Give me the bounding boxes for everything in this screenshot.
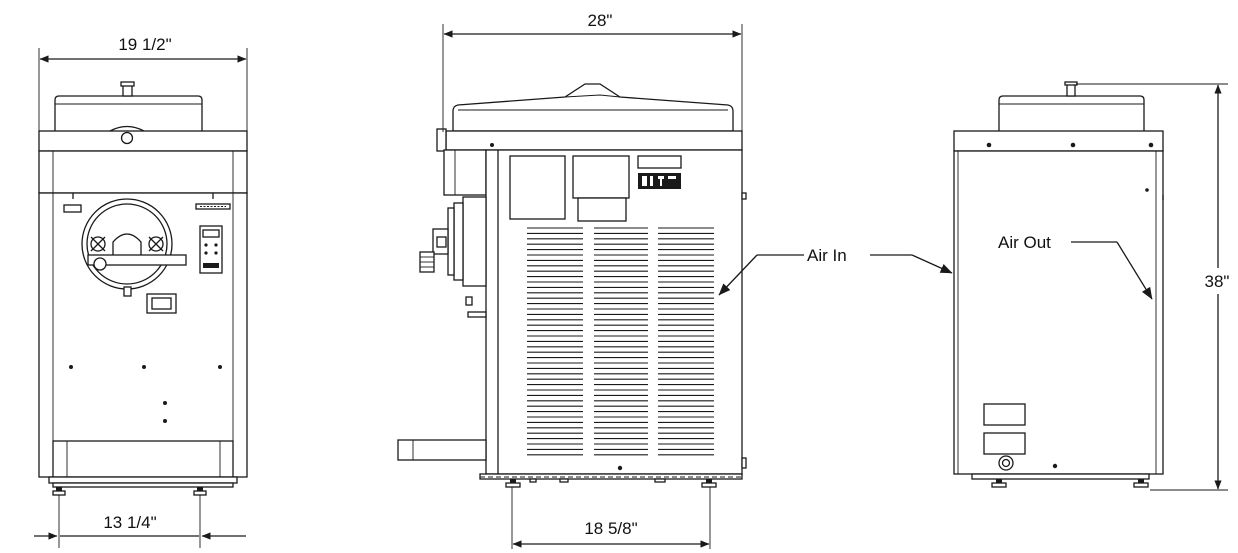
air-in-label: Air In xyxy=(807,246,847,265)
air-out-callout: Air Out xyxy=(998,233,1153,300)
height-label: 38" xyxy=(1205,272,1230,291)
front-width-label: 19 1/2" xyxy=(118,35,171,54)
air-in-callout: Air In xyxy=(718,246,953,296)
side-depth-label: 28" xyxy=(588,11,613,30)
air-intake-grille xyxy=(527,227,714,456)
height-dimension: 38" xyxy=(1076,83,1237,491)
front-view xyxy=(38,81,248,496)
rear-view xyxy=(953,81,1164,488)
side-foot-span-label: 18 5/8" xyxy=(584,519,637,538)
front-width-dimension: 19 1/2" xyxy=(38,35,248,131)
side-depth-dimension: 28" xyxy=(442,11,743,132)
air-out-label: Air Out xyxy=(998,233,1051,252)
side-foot-span-dimension: 18 5/8" xyxy=(511,487,711,549)
side-view xyxy=(397,83,747,488)
front-foot-span-dimension: 13 1/4" xyxy=(34,495,246,548)
front-foot-span-label: 13 1/4" xyxy=(103,513,156,532)
